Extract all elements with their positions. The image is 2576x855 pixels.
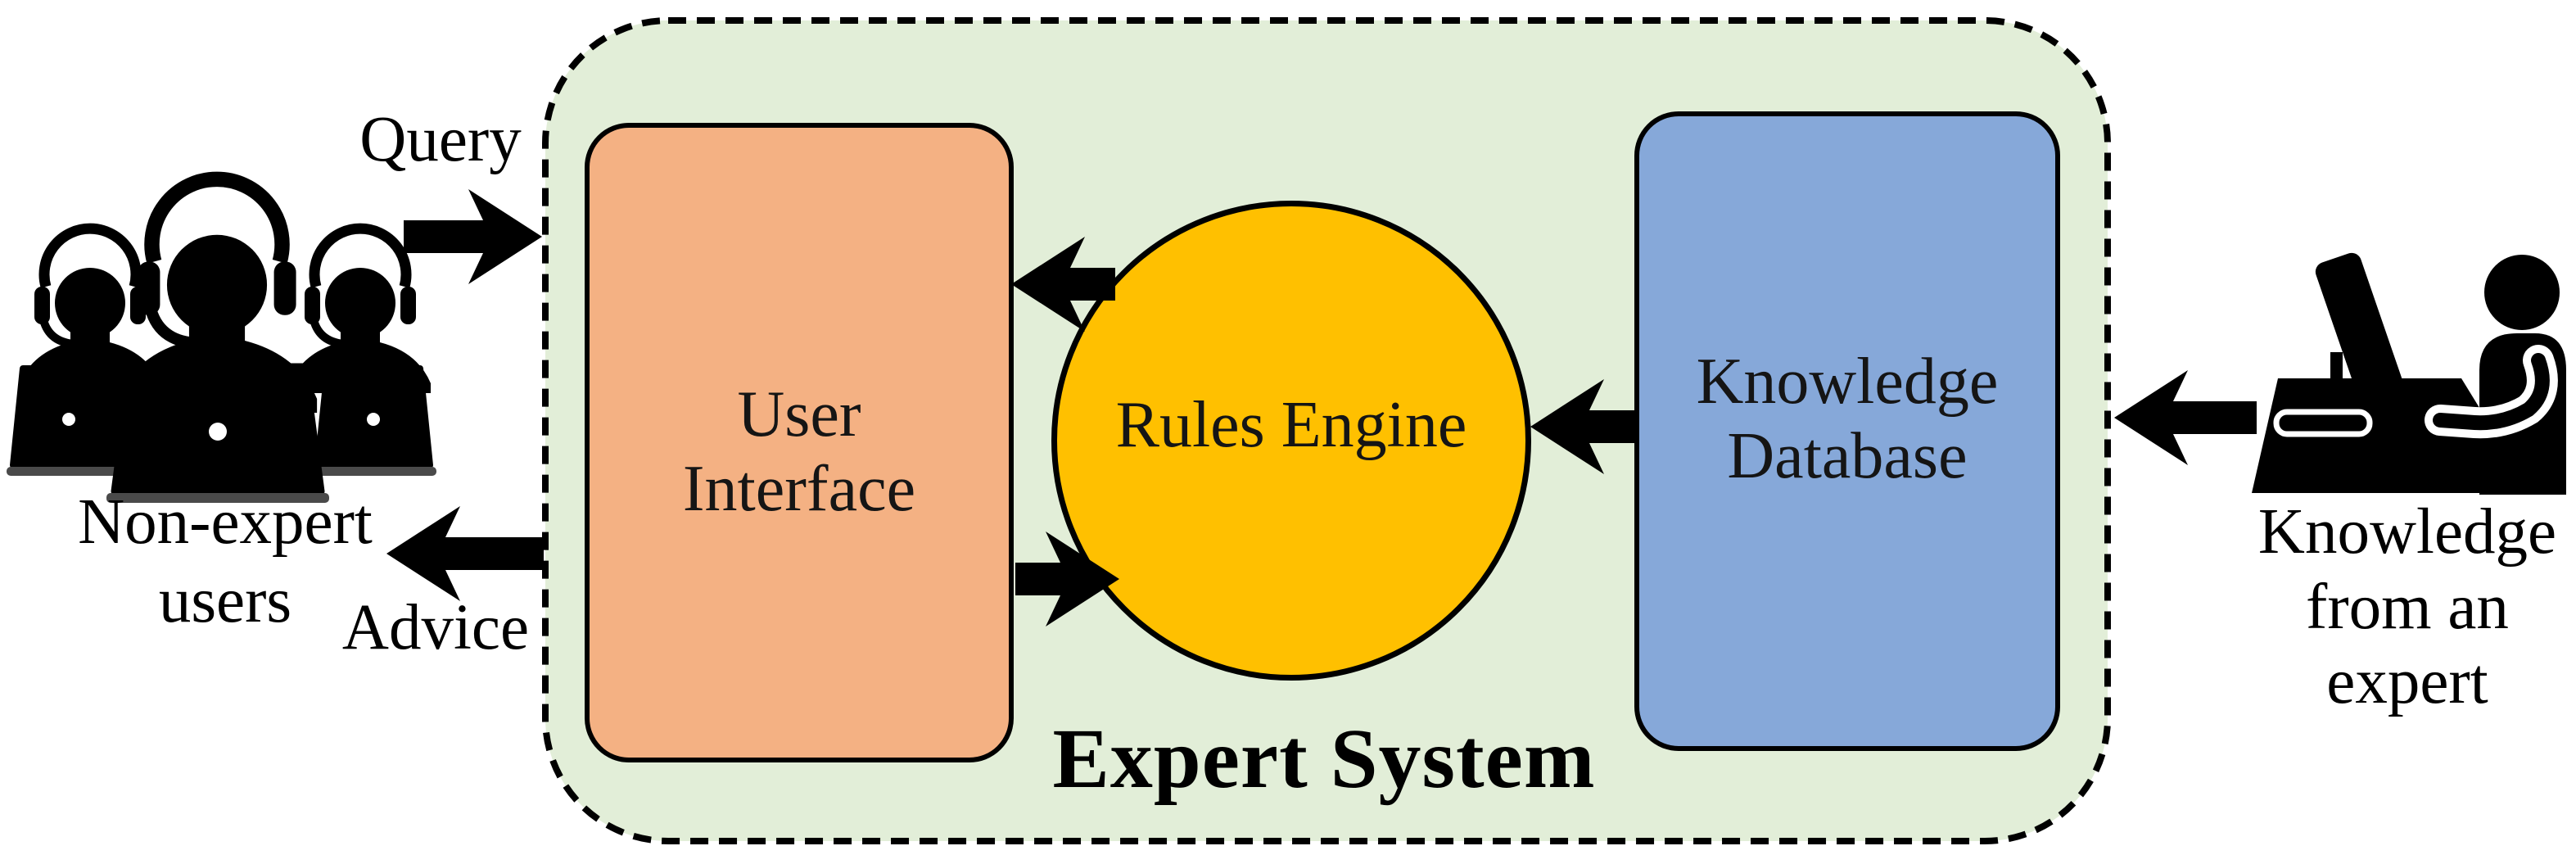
rules-engine-label: Rules Engine: [1115, 388, 1467, 461]
advice-label: Advice: [341, 592, 530, 663]
rules-engine-node: Rules Engine: [1051, 201, 1531, 681]
knowledge-from-expert-label: Knowledge from an expert: [2257, 496, 2557, 718]
knowledge-database-label: Knowledge Database: [1696, 346, 1999, 492]
user-interface-node: User Interface: [585, 123, 1014, 762]
query-label: Query: [359, 104, 522, 175]
non-expert-users-label: Non-expert users: [78, 486, 373, 636]
user-interface-label: User Interface: [682, 378, 916, 525]
expert-system-label: Expert System: [1052, 712, 1596, 806]
knowledge-database-node: Knowledge Database: [1634, 111, 2060, 751]
